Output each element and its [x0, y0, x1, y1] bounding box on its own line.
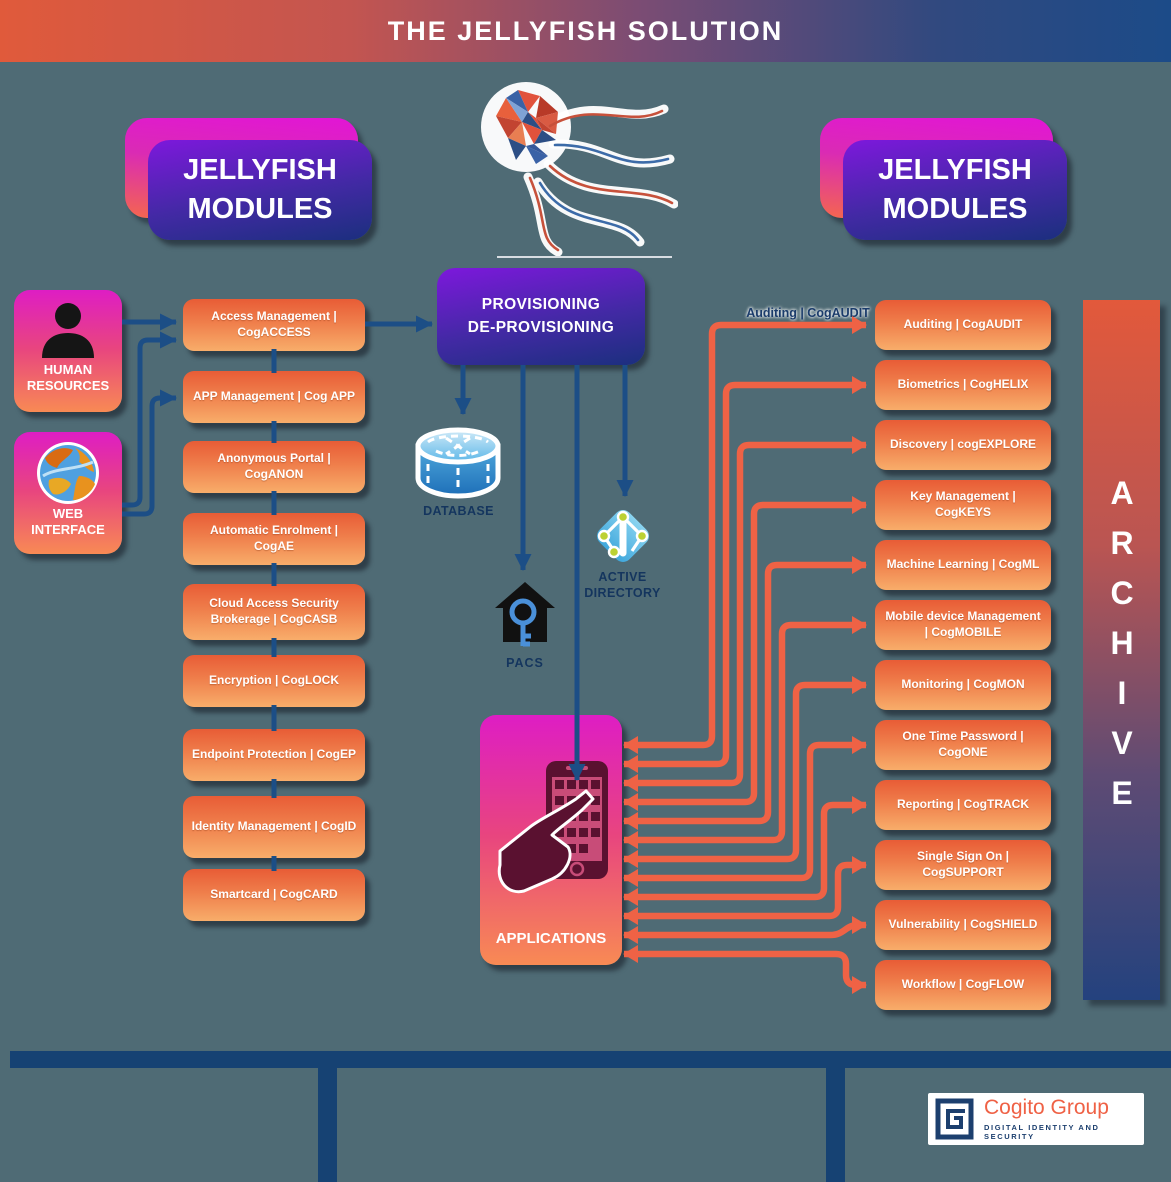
module-left-item: Smartcard | CogCARD	[183, 869, 365, 921]
applications-node: APPLICATIONS	[480, 715, 622, 965]
module-right-item: One Time Password | CogONE	[875, 720, 1051, 770]
left-title-text: JELLYFISH MODULES	[183, 153, 337, 225]
globe-icon	[35, 440, 101, 506]
cogito-tagline: DIGITAL IDENTITY AND SECURITY	[984, 1122, 1100, 1141]
archive-label: ARCHIVE	[1104, 475, 1140, 825]
person-icon	[36, 300, 100, 362]
applications-label: APPLICATIONS	[495, 930, 607, 948]
jellyfish-logo-icon	[478, 82, 678, 260]
archive-bar: ARCHIVE	[1083, 300, 1160, 1000]
flow-label-auditing: Auditing | CogAUDIT	[746, 306, 870, 320]
module-right-item: Monitoring | CogMON	[875, 660, 1051, 710]
active-directory-icon	[590, 503, 656, 569]
database-label: DATABASE	[423, 504, 494, 518]
human-resources-label: HUMAN RESOURCES	[26, 362, 110, 394]
database-icon	[406, 420, 511, 502]
module-right-item: Vulnerability | CogSHIELD	[875, 900, 1051, 950]
bottom-leg-left	[318, 1068, 337, 1182]
active-directory-label: ACTIVE DIRECTORY	[584, 570, 661, 600]
right-title-card: JELLYFISH MODULES	[843, 140, 1067, 240]
pacs-label: PACS	[506, 656, 544, 670]
module-left-item: APP Management | Cog APP	[183, 371, 365, 423]
cogito-logo: Cogito Group DIGITAL IDENTITY AND SECURI…	[928, 1093, 1144, 1145]
provisioning-line1: PROVISIONING	[481, 296, 601, 314]
page-title: THE JELLYFISH SOLUTION	[387, 15, 784, 46]
module-left-item: Cloud Access Security Brokerage | CogCAS…	[183, 584, 365, 640]
provisioning-line2: DE-PROVISIONING	[467, 318, 615, 336]
cogito-mark-icon	[934, 1098, 976, 1140]
module-right-item: Workflow | CogFLOW	[875, 960, 1051, 1010]
pacs-icon	[493, 580, 557, 654]
module-left-item: Automatic Enrolment | CogAE	[183, 513, 365, 565]
human-resources-node: HUMAN RESOURCES	[14, 290, 122, 412]
provisioning-node: PROVISIONING DE-PROVISIONING	[437, 268, 645, 365]
bottom-leg-right	[826, 1068, 845, 1182]
module-right-item: Mobile device Management | CogMOBILE	[875, 600, 1051, 650]
cogito-name: Cogito Group	[984, 1096, 1109, 1120]
module-left-item: Endpoint Protection | CogEP	[183, 729, 365, 781]
right-title-text: JELLYFISH MODULES	[878, 153, 1032, 225]
module-left-item: Identity Management | CogID	[183, 796, 365, 858]
bottom-bar	[10, 1051, 1171, 1068]
module-left-item: Anonymous Portal | CogANON	[183, 441, 365, 493]
module-left-item: Encryption | CogLOCK	[183, 655, 365, 707]
left-title-card: JELLYFISH MODULES	[148, 140, 372, 240]
module-left-item: Access Management | CogACCESS	[183, 299, 365, 351]
web-interface-label: WEB INTERFACE	[31, 506, 105, 538]
module-right-item: Key Management | CogKEYS	[875, 480, 1051, 530]
module-right-item: Discovery | cogEXPLORE	[875, 420, 1051, 470]
title-banner: THE JELLYFISH SOLUTION	[0, 0, 1171, 62]
module-right-item: Reporting | CogTRACK	[875, 780, 1051, 830]
module-right-item: Machine Learning | CogML	[875, 540, 1051, 590]
touch-phone-icon	[494, 753, 612, 923]
module-right-item: Single Sign On | CogSUPPORT	[875, 840, 1051, 890]
logo-underline	[497, 256, 672, 258]
module-right-item: Biometrics | CogHELIX	[875, 360, 1051, 410]
web-interface-node: WEB INTERFACE	[14, 432, 122, 554]
module-right-item: Auditing | CogAUDIT	[875, 300, 1051, 350]
